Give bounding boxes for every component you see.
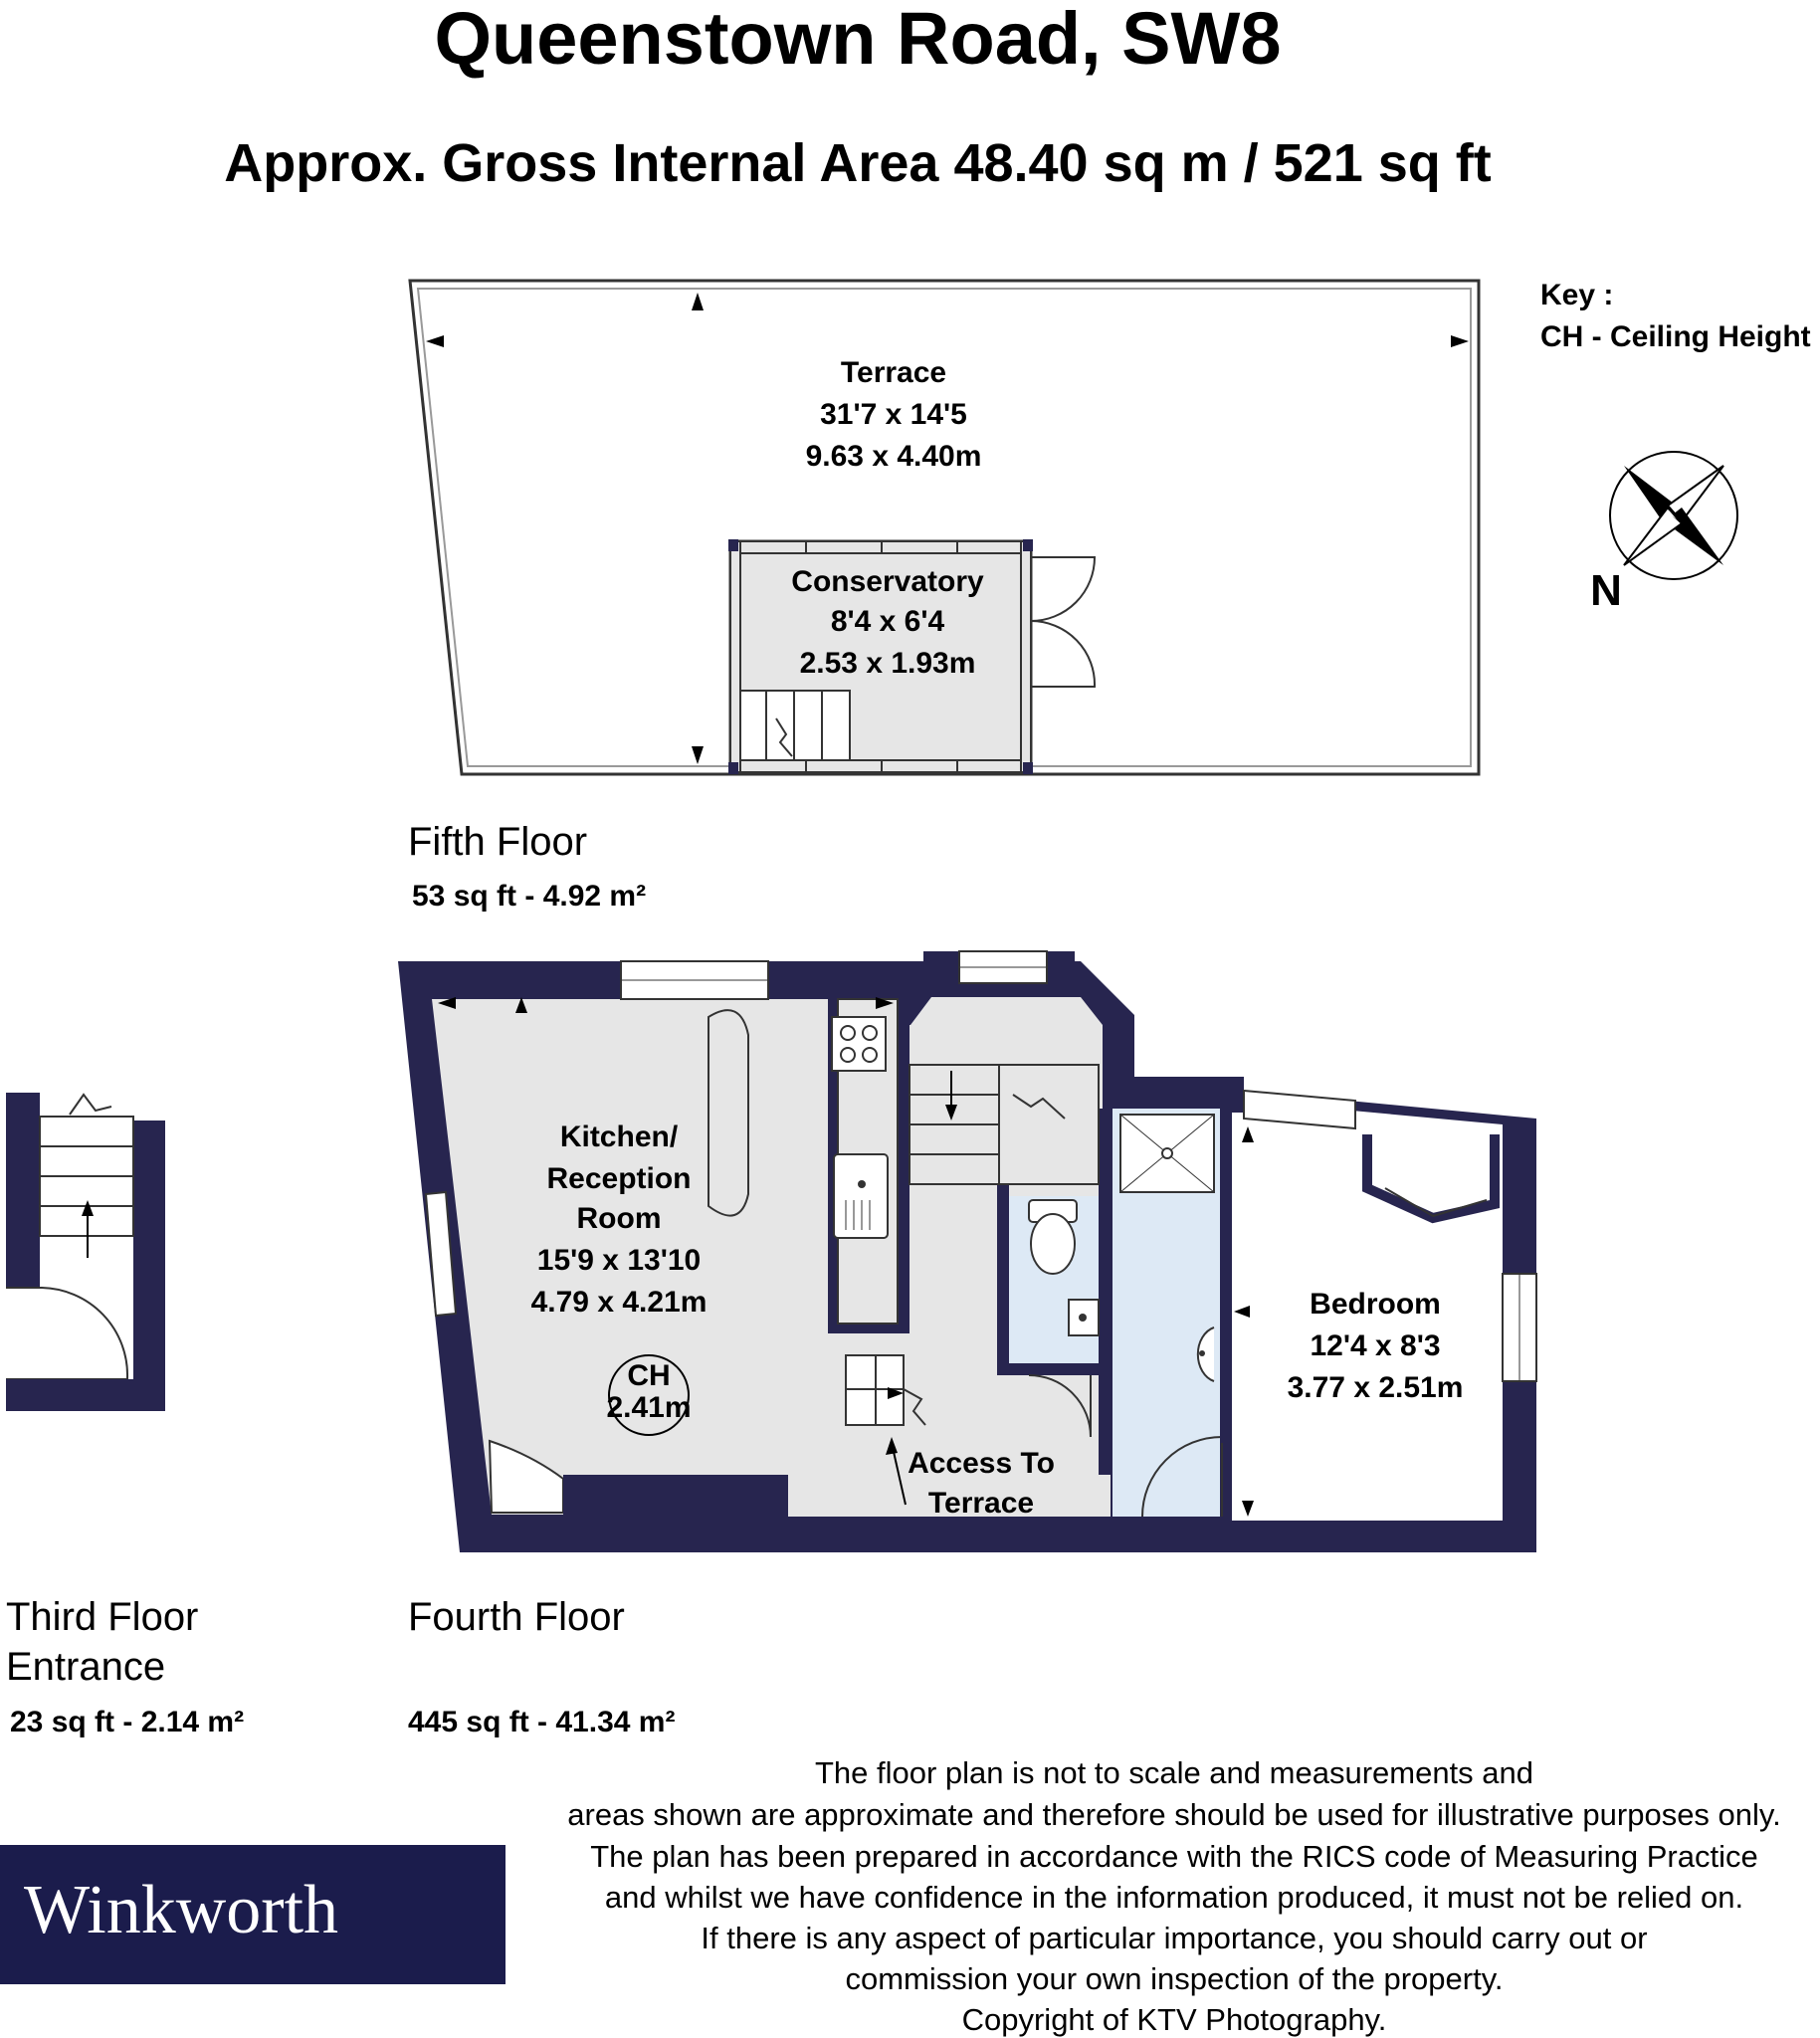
shower-basin-icon xyxy=(1196,1326,1215,1382)
fourth-floor-name: Fourth Floor xyxy=(408,1595,625,1639)
sofa-icon xyxy=(708,1009,749,1217)
bedroom-dimension-arrows xyxy=(1234,1126,1254,1517)
kitchen-imperial: 15'9 x 13'10 xyxy=(537,1244,701,1277)
third-floor-name-line1: Third Floor xyxy=(6,1595,198,1639)
bedroom-metric: 3.77 x 2.51m xyxy=(1288,1371,1464,1404)
fourth-floor-stairs xyxy=(909,1064,1100,1185)
key-heading: Key : xyxy=(1540,279,1613,311)
basin-icon xyxy=(1068,1299,1100,1336)
kitchen-label-line1: Kitchen/ xyxy=(560,1121,679,1153)
conservatory-metric: 2.53 x 1.93m xyxy=(800,647,976,680)
key-entry: CH - Ceiling Height xyxy=(1540,320,1811,353)
access-stairs-icon xyxy=(845,1354,926,1426)
bedroom-imperial: 12'4 x 8'3 xyxy=(1310,1329,1440,1362)
fifth-floor-name: Fifth Floor xyxy=(408,820,587,864)
disclaimer-line: areas shown are approximate and therefor… xyxy=(567,1797,1780,1832)
wc-door-icon xyxy=(1028,1374,1092,1438)
fourth-floor-windows xyxy=(424,950,1537,1382)
disclaimer-line: and whilst we have confidence in the inf… xyxy=(605,1880,1743,1915)
access-label-line1: Access To xyxy=(908,1447,1055,1480)
plan-subtitle: Approx. Gross Internal Area 48.40 sq m /… xyxy=(224,133,1491,193)
toilet-icon xyxy=(1028,1199,1078,1275)
kitchen-sink-icon xyxy=(833,1153,889,1239)
disclaimer-block: The floor plan is not to scale and measu… xyxy=(567,1755,1780,2037)
conservatory-stairs xyxy=(739,690,851,761)
terrace-dimension-arrows xyxy=(426,293,1469,764)
fourth-floor-area: 445 sq ft - 41.34 m² xyxy=(408,1706,675,1738)
third-floor-area: 23 sq ft - 2.14 m² xyxy=(10,1706,244,1738)
disclaimer-line: commission your own inspection of the pr… xyxy=(845,1961,1503,1996)
terrace-outline xyxy=(408,279,1481,776)
kitchen-label-line2: Reception xyxy=(546,1162,691,1195)
kitchen-label-line3: Room xyxy=(577,1202,662,1235)
ceiling-height-label: CH xyxy=(627,1359,670,1392)
wardrobe-icon xyxy=(1362,1134,1500,1224)
disclaimer-line: The floor plan is not to scale and measu… xyxy=(815,1755,1533,1790)
compass-north-label: N xyxy=(1590,566,1622,615)
disclaimer-line: Copyright of KTV Photography. xyxy=(962,2002,1387,2037)
bedroom-name: Bedroom xyxy=(1310,1288,1441,1321)
terrace-name: Terrace xyxy=(841,356,946,389)
brand-logo-panel xyxy=(0,1845,506,1984)
kitchen-door-icon xyxy=(488,1439,788,1517)
fifth-floor-area: 53 sq ft - 4.92 m² xyxy=(412,880,646,913)
third-floor-entrance-plan xyxy=(6,1093,165,1411)
brand-logo-text: Winkworth xyxy=(24,1872,338,1948)
conservatory-name: Conservatory xyxy=(791,565,984,598)
access-label-line2: Terrace xyxy=(928,1487,1034,1520)
terrace-metric: 9.63 x 4.40m xyxy=(806,440,982,473)
conservatory-imperial: 8'4 x 6'4 xyxy=(831,605,945,638)
hob-icon xyxy=(831,1016,887,1072)
disclaimer-line: If there is any aspect of particular imp… xyxy=(701,1921,1647,1955)
conservatory-french-doors-icon xyxy=(1030,556,1097,688)
kitchen-metric: 4.79 x 4.21m xyxy=(531,1286,708,1319)
shower-tray-icon xyxy=(1119,1114,1215,1193)
ceiling-height-badge xyxy=(608,1354,690,1436)
disclaimer-line: The plan has been prepared in accordance… xyxy=(590,1839,1758,1874)
shower-door-icon xyxy=(1141,1429,1230,1518)
terrace-imperial: 31'7 x 14'5 xyxy=(820,398,967,431)
compass-icon xyxy=(1609,451,1738,580)
third-floor-name-line2: Entrance xyxy=(6,1645,165,1689)
plan-title: Queenstown Road, SW8 xyxy=(434,0,1281,80)
ceiling-height-value: 2.41m xyxy=(606,1391,691,1424)
access-pointer-arrow-icon xyxy=(886,1437,907,1506)
